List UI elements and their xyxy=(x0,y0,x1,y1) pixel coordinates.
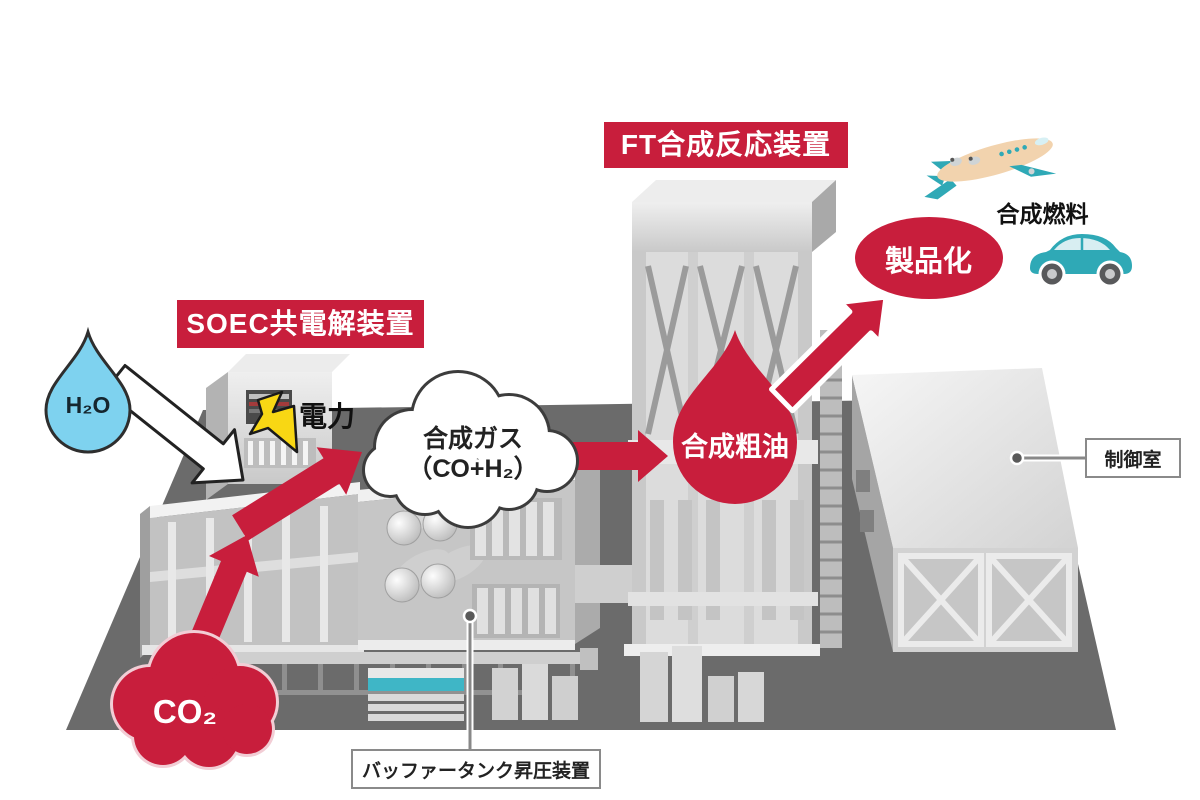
control-room-callout: 制御室 xyxy=(1085,438,1181,478)
co2-cloud-icon xyxy=(110,630,279,770)
syngas-cloud-icon xyxy=(362,370,579,529)
lightning-icon xyxy=(248,390,299,454)
crude-oil-label: 合成粗油 xyxy=(681,431,789,462)
airplane-icon xyxy=(924,137,1057,200)
flow-arrow-syngas-to-ft xyxy=(572,430,668,482)
flow-arrow-ft-to-product xyxy=(769,294,889,414)
crude-oil-drop-icon xyxy=(673,330,797,504)
electricity-label: 電力 xyxy=(298,401,355,432)
syngas-label-line1: 合成ガス xyxy=(422,425,523,453)
flow-arrow-soec-to-syngas xyxy=(232,447,362,541)
ft-unit-label: FT合成反応装置 xyxy=(604,122,848,168)
buffer-tank-callout: バッファータンク昇圧装置 xyxy=(351,749,601,789)
control-room-leader xyxy=(1009,450,1085,466)
productization-label: 製品化 xyxy=(884,246,972,278)
synthetic-fuel-label: 合成燃料 xyxy=(996,201,1089,227)
productization-ellipse xyxy=(855,217,1003,299)
syngas-label-line2: （CO+H₂） xyxy=(407,455,539,483)
soec-unit-label: SOEC共電解装置 xyxy=(177,300,424,348)
braced-panels xyxy=(898,553,1072,647)
water-label: H₂O xyxy=(65,391,111,418)
buffer-tank-leader xyxy=(462,608,478,749)
car-icon xyxy=(1030,234,1132,288)
co2-label: CO₂ xyxy=(152,693,218,730)
control-room-building xyxy=(852,368,1078,652)
flow-arrow-co2-to-soec xyxy=(184,535,259,661)
cooling-unit xyxy=(368,668,464,721)
equipment-boxes xyxy=(492,646,764,722)
water-drop-icon xyxy=(44,326,132,454)
syngas-label: 合成ガス （CO+H₂） xyxy=(378,423,568,485)
